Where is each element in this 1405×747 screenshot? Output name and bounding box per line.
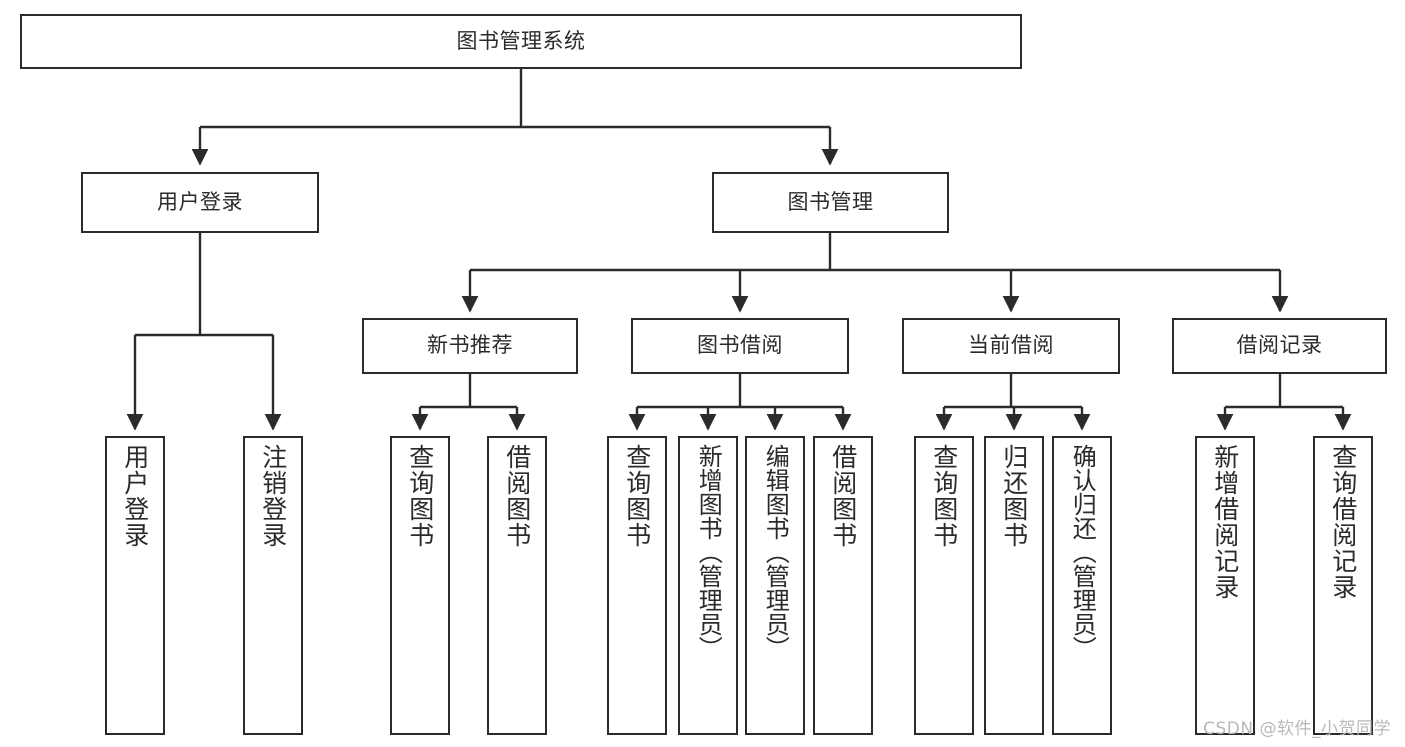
node-book-manage-label: 图书管理 — [787, 189, 874, 214]
leaf-confirm-return-label: 确认归还（管理员） — [1068, 444, 1097, 660]
leaf-query-book-rec[interactable]: 查询图书 — [390, 436, 450, 735]
node-new-book-rec[interactable]: 新书推荐 — [362, 318, 578, 374]
node-new-book-rec-label: 新书推荐 — [427, 333, 513, 358]
node-book-manage[interactable]: 图书管理 — [712, 172, 949, 233]
node-current-borrow[interactable]: 当前借阅 — [902, 318, 1120, 374]
leaf-query-book-rec-label: 查询图书 — [405, 444, 435, 548]
leaf-confirm-return[interactable]: 确认归还（管理员） — [1052, 436, 1112, 735]
leaf-add-book[interactable]: 新增图书（管理员） — [678, 436, 738, 735]
node-root-label: 图书管理系统 — [456, 28, 586, 53]
leaf-user-login-label: 用户登录 — [120, 444, 150, 548]
leaf-query-book-borrow[interactable]: 查询图书 — [607, 436, 667, 735]
leaf-borrow-book-rec-label: 借阅图书 — [502, 444, 532, 548]
leaf-add-book-label: 新增图书（管理员） — [694, 444, 723, 660]
leaf-user-logout[interactable]: 注销登录 — [243, 436, 303, 735]
leaf-query-record[interactable]: 查询借阅记录 — [1313, 436, 1373, 735]
leaf-borrow-book-label: 借阅图书 — [828, 444, 858, 548]
leaf-query-book-cur[interactable]: 查询图书 — [914, 436, 974, 735]
node-book-borrow-label: 图书借阅 — [697, 333, 783, 358]
node-user-login[interactable]: 用户登录 — [81, 172, 319, 233]
node-root[interactable]: 图书管理系统 — [20, 14, 1022, 69]
node-current-borrow-label: 当前借阅 — [968, 333, 1054, 358]
leaf-edit-book-label: 编辑图书（管理员） — [761, 444, 790, 660]
node-borrow-record-label: 借阅记录 — [1236, 333, 1323, 358]
leaf-borrow-book[interactable]: 借阅图书 — [813, 436, 873, 735]
leaf-user-login[interactable]: 用户登录 — [105, 436, 165, 735]
leaf-return-book-label: 归还图书 — [999, 444, 1029, 548]
leaf-add-record-label: 新增借阅记录 — [1210, 444, 1240, 600]
leaf-query-book-cur-label: 查询图书 — [929, 444, 959, 548]
leaf-borrow-book-rec[interactable]: 借阅图书 — [487, 436, 547, 735]
node-book-borrow[interactable]: 图书借阅 — [631, 318, 849, 374]
node-user-login-label: 用户登录 — [157, 189, 243, 214]
watermark: CSDN @软件_小贺同学 — [1203, 719, 1391, 739]
node-borrow-record[interactable]: 借阅记录 — [1172, 318, 1387, 374]
leaf-edit-book[interactable]: 编辑图书（管理员） — [745, 436, 805, 735]
leaf-return-book[interactable]: 归还图书 — [984, 436, 1044, 735]
leaf-query-record-label: 查询借阅记录 — [1328, 444, 1358, 600]
leaf-add-record[interactable]: 新增借阅记录 — [1195, 436, 1255, 735]
leaf-query-book-borrow-label: 查询图书 — [622, 444, 652, 548]
leaf-user-logout-label: 注销登录 — [258, 444, 288, 548]
